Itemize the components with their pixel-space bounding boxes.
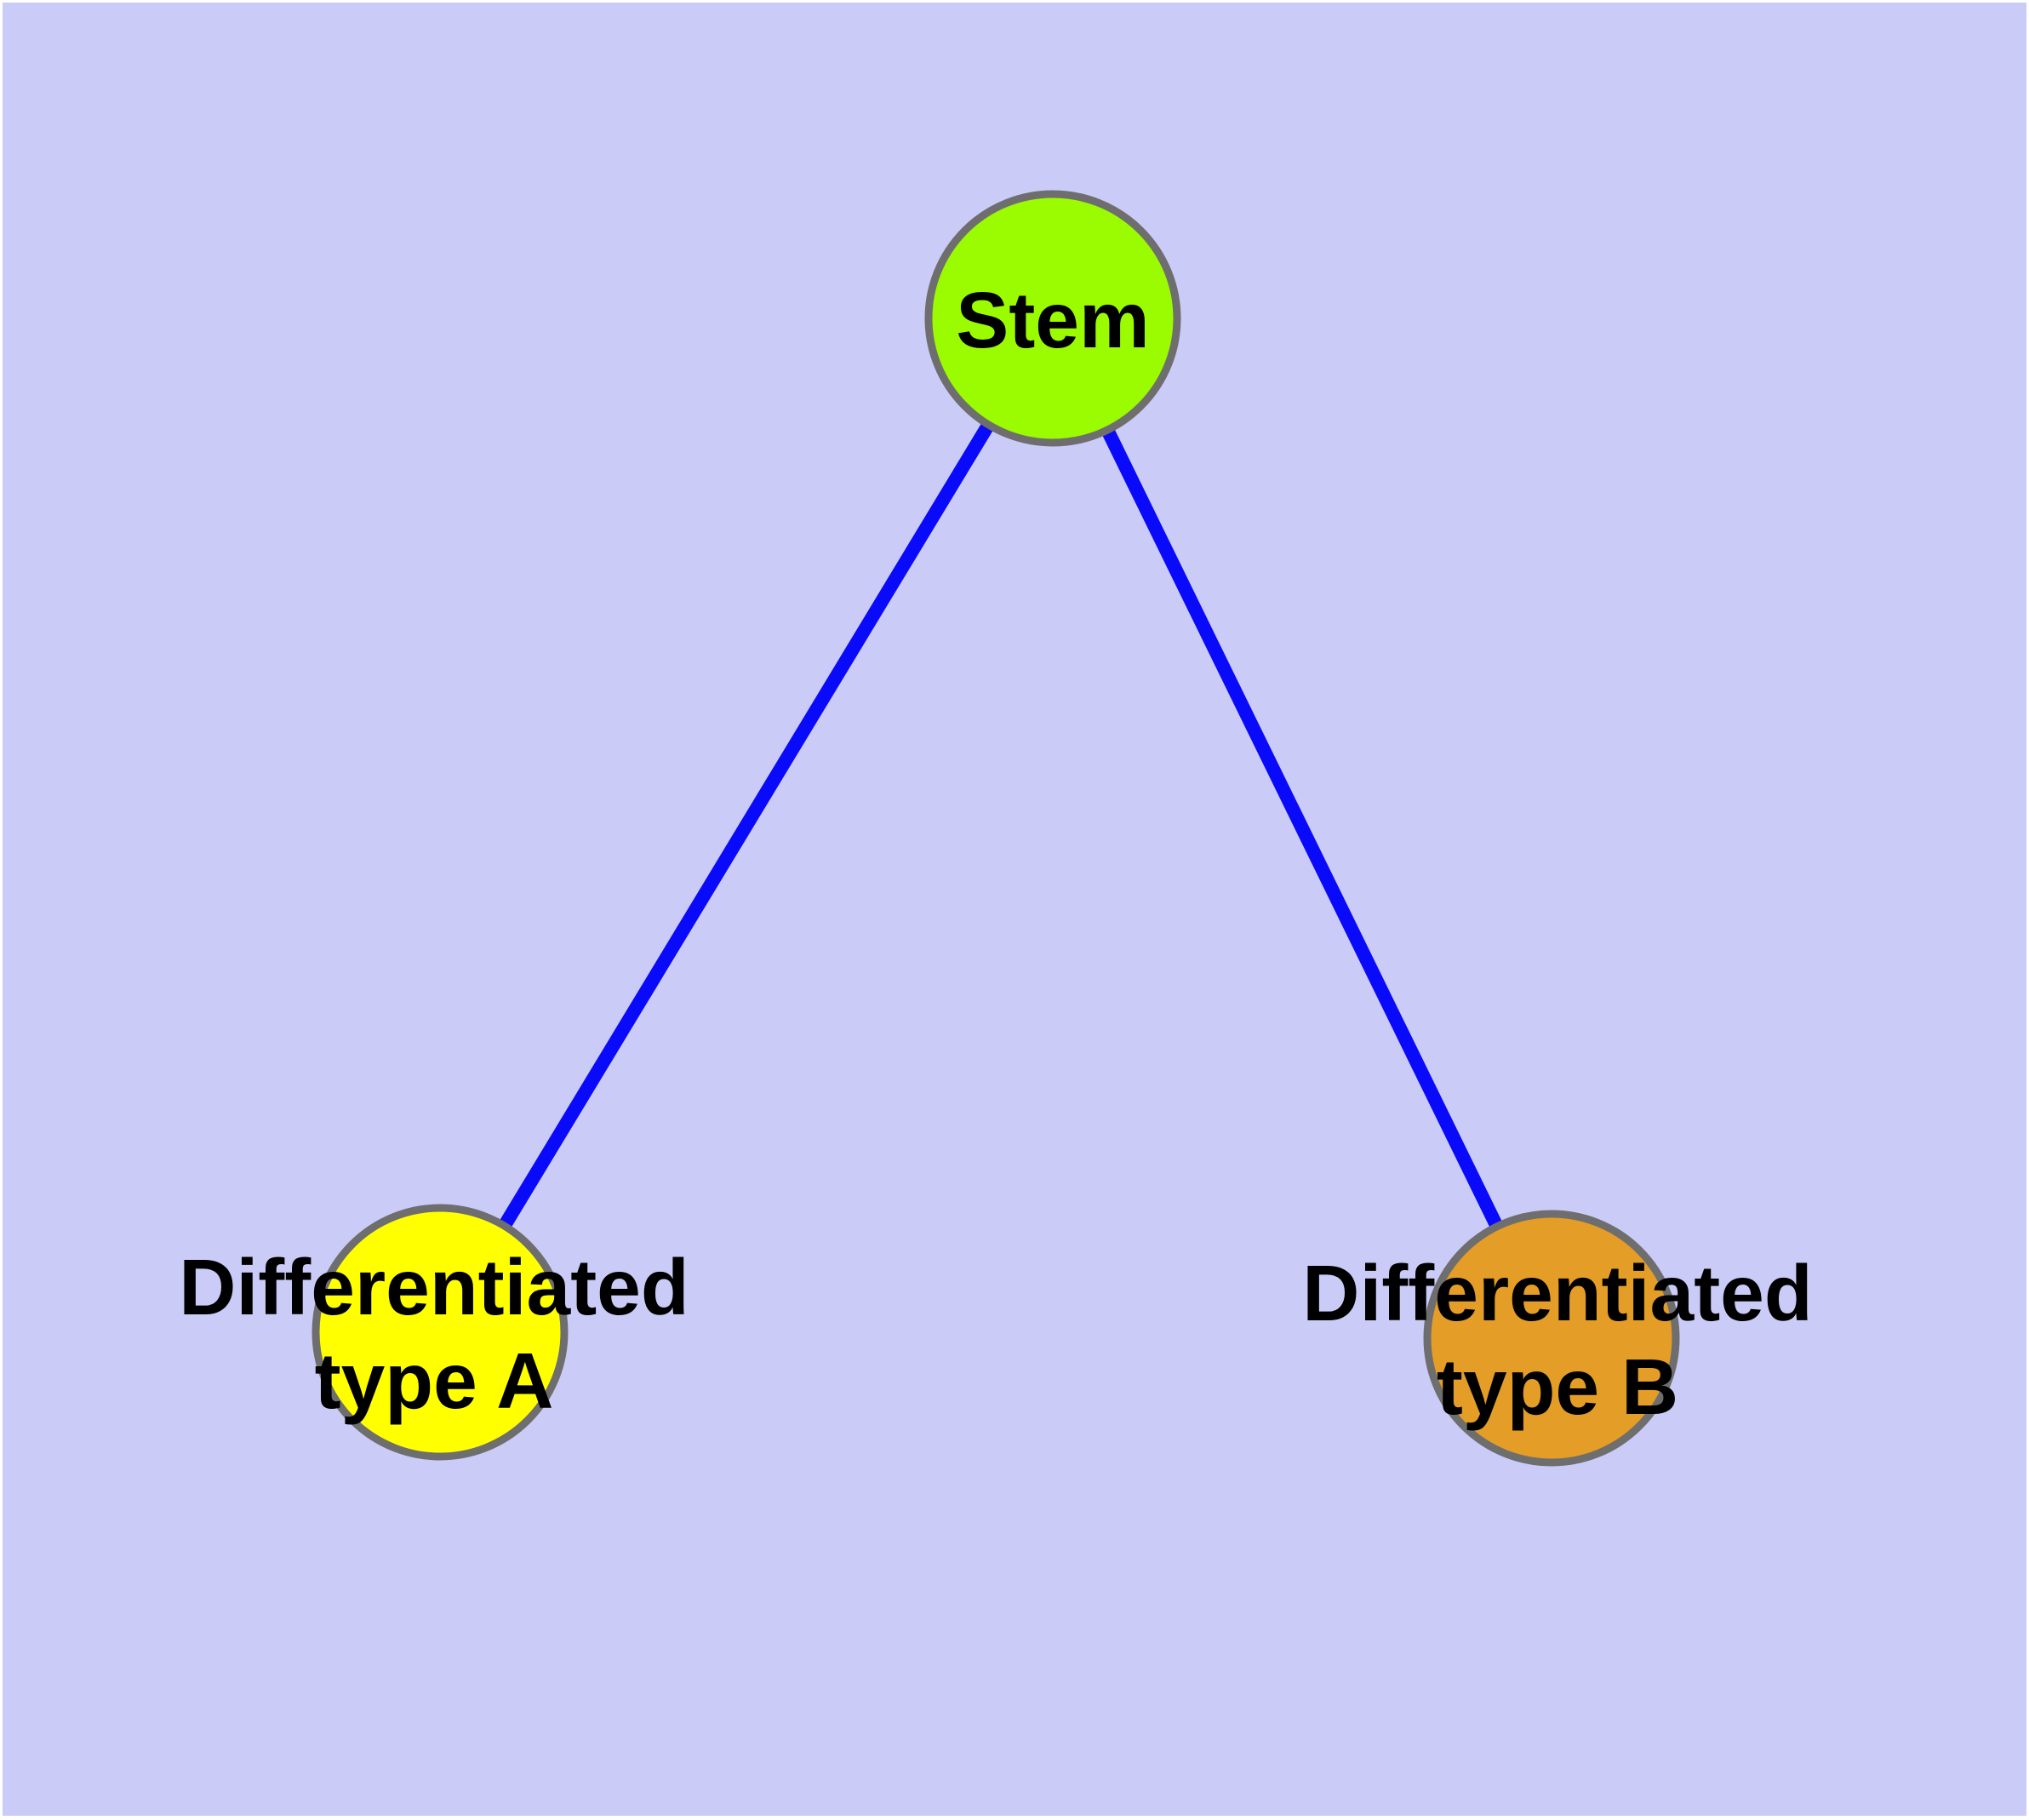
- node-type-a-label-line2: type A: [314, 1336, 554, 1425]
- node-stem-label-text: Stem: [956, 276, 1150, 364]
- node-stem-circle: [924, 190, 1181, 447]
- node-type-a-label: Differentiated type A: [179, 1240, 689, 1428]
- edge-stem-to-type-a: [434, 314, 1059, 1336]
- node-stem-label: Stem: [956, 273, 1149, 367]
- node-type-b-label-line1: Differentiated: [1302, 1249, 1813, 1337]
- node-type-a-label-line1: Differentiated: [179, 1243, 689, 1331]
- edge-stem-to-type-b: [1046, 315, 1558, 1342]
- node-type-b-label-line2: type B: [1436, 1342, 1679, 1431]
- node-type-b-circle: [1423, 1210, 1680, 1467]
- node-type-b-label: Differentiated type B: [1302, 1246, 1812, 1434]
- node-type-a-circle: [311, 1204, 569, 1461]
